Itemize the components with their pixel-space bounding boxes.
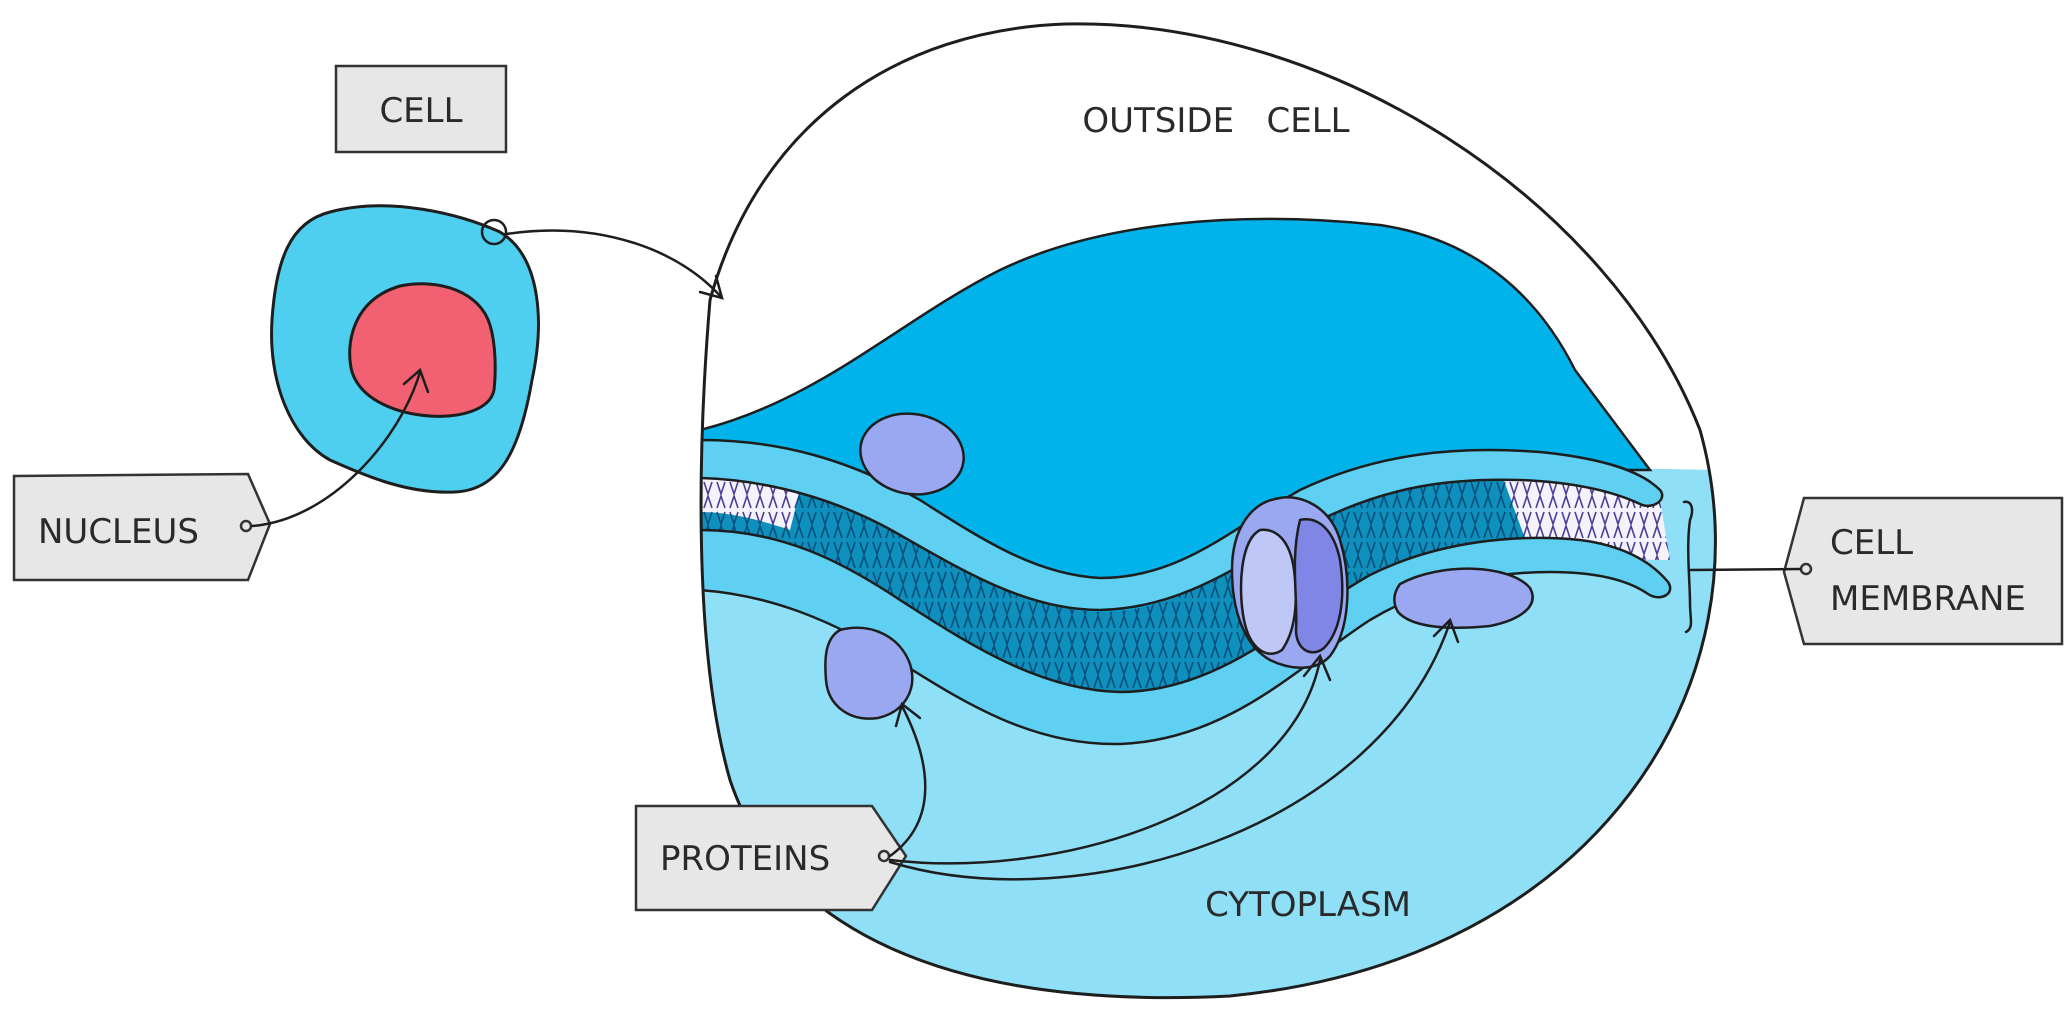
zoom-arrow [504, 229, 724, 300]
membrane-bracket [1682, 500, 1694, 634]
nucleus-tag-hole [239, 519, 253, 533]
nucleus-label: NUCLEUS [38, 512, 199, 552]
proteins-pointer-left-head [894, 701, 922, 728]
proteins-tag: PROTEINS [634, 617, 1460, 912]
proteins-pointer-left [888, 704, 927, 858]
outside-cell-label: OUTSIDE CELL [1082, 101, 1349, 141]
cell-membrane-label-line2: MEMBRANE [1830, 579, 2026, 619]
nucleus-shape [348, 282, 497, 418]
membrane-head-band-upper [701, 438, 1664, 612]
proteins-pointer-right [888, 620, 1452, 881]
cytoplasm-label: CYTOPLASM [1205, 885, 1411, 925]
whole-cell [270, 204, 724, 494]
nucleus-tag: NUCLEUS [12, 367, 430, 582]
nucleus-pointer-head [402, 367, 430, 394]
zoom-circle [480, 218, 508, 246]
proteins-label: PROTEINS [660, 839, 830, 879]
protein-peripheral-right [1393, 567, 1534, 630]
cell-membrane-tag: CELL MEMBRANE [1688, 496, 2064, 646]
zoom-circle-outline [699, 22, 1717, 1000]
protein-surface [859, 412, 965, 496]
proteins-pointer-channel-head [1302, 653, 1332, 682]
cell-label: CELL [379, 91, 462, 131]
cell-label-box: CELL [334, 64, 508, 154]
cell-membrane-pointer [1688, 567, 1802, 572]
proteins-tag-hole [877, 849, 891, 863]
nucleus-pointer [250, 370, 422, 528]
cell-membrane-tag-hole [1799, 562, 1813, 576]
proteins-pointer-right-head [1432, 617, 1460, 644]
cell-membrane-label-line1: CELL [1830, 523, 1913, 563]
proteins-pointer-channel [888, 658, 1322, 865]
membrane-tails-dark [701, 470, 1600, 707]
protein-peripheral-left [824, 626, 914, 720]
zoom-arrowhead [698, 274, 724, 300]
protein-channel [1230, 496, 1349, 669]
